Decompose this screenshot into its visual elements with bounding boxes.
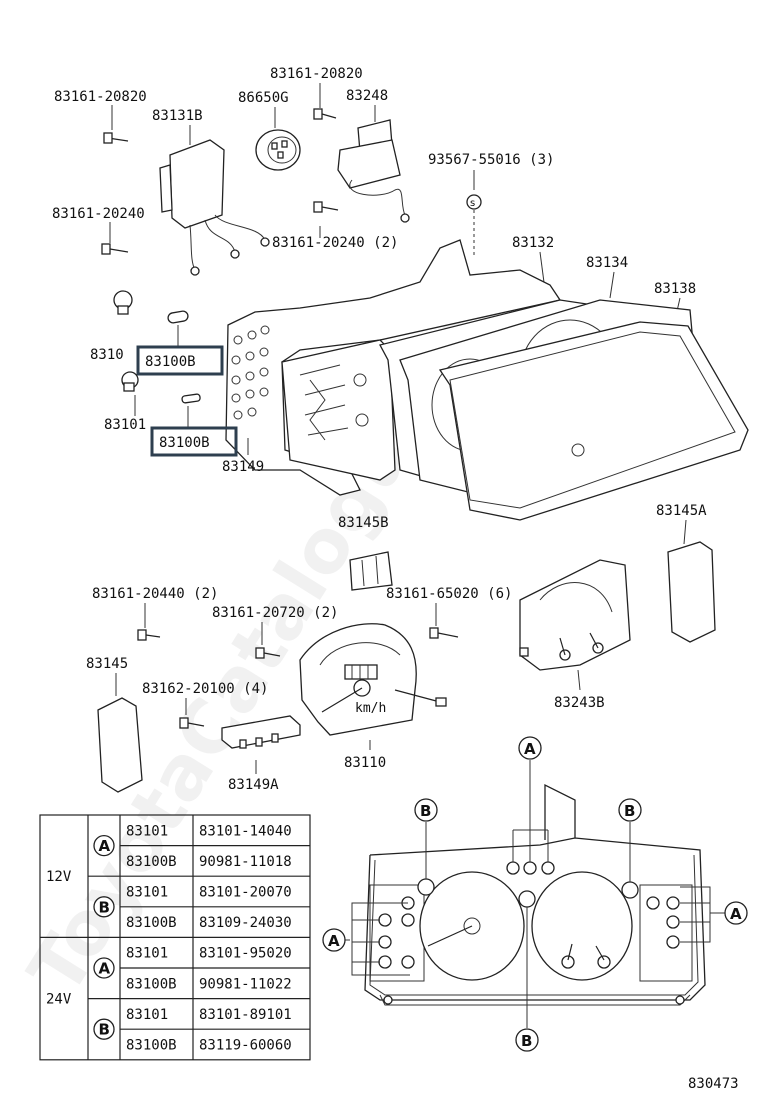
callout-a-top: A: [518, 736, 542, 760]
table-voltage: 12V: [46, 869, 72, 885]
bulb-83100b-top: [167, 310, 189, 346]
callout-b-left: B: [414, 798, 438, 822]
label-93567-55016: 93567-55016 (3): [428, 152, 554, 168]
svg-text:A: A: [730, 905, 742, 923]
label-83145b: 83145B: [338, 515, 389, 531]
table-cell-number: 83101-89101: [199, 1007, 292, 1023]
highlight-83100b-2: [150, 426, 238, 457]
svg-text:B: B: [420, 802, 431, 820]
part-83138-lens: [438, 321, 749, 521]
table-cell-number: 83101-14040: [199, 823, 292, 839]
label-83110: 83110: [344, 755, 386, 771]
table-cell-part: 83101: [126, 946, 168, 962]
table-cell-part: 83101: [126, 823, 168, 839]
part-83145a: [667, 541, 716, 643]
bulb-83100b-mid: [181, 393, 201, 428]
label-83149: 83149: [222, 459, 264, 475]
label-86650g: 86650G: [238, 90, 289, 106]
callout-a-left: A: [322, 928, 346, 952]
table-cell-part: 83101: [126, 1007, 168, 1023]
label-83132: 83132: [512, 235, 554, 251]
label-83161-65020: 83161-65020 (6): [386, 586, 512, 602]
part-83110-speedometer: km/h: [299, 623, 447, 736]
label-83248: 83248: [346, 88, 388, 104]
callout-b-bottom: B: [515, 1028, 539, 1052]
label-83145: 83145: [86, 656, 128, 672]
table-type-callout: [93, 896, 115, 918]
table-cell-number: 83119-60060: [199, 1038, 292, 1054]
cluster-front-view: [345, 760, 725, 1028]
label-83161-20240-2: 83161-20240 (2): [272, 235, 398, 251]
table-cell-part: 83101: [126, 885, 168, 901]
part-83149a-board: [221, 715, 301, 749]
table-type-letter: B: [99, 1021, 110, 1039]
svg-text:B: B: [624, 802, 635, 820]
bolt-83161-20820-left: [103, 132, 129, 144]
callout-b-right: B: [618, 798, 642, 822]
svg-text:s: s: [470, 198, 475, 209]
part-83131b-unit: [159, 139, 270, 276]
label-83149a: 83149A: [228, 777, 279, 793]
screw-93567-55016: s: [466, 194, 482, 255]
table-voltage: 24V: [46, 992, 72, 1008]
part-83243b-gauge: [519, 559, 631, 671]
part-83145b: [349, 551, 393, 591]
label-83161-20240: 83161-20240: [52, 206, 145, 222]
bolt-83161-65020: [429, 627, 459, 639]
callout-a-right: A: [724, 901, 748, 925]
table-cell-number: 90981-11018: [199, 854, 292, 870]
label-83161-20440: 83161-20440 (2): [92, 586, 218, 602]
part-83248-unit: [337, 119, 410, 223]
table-cell-number: 83109-24030: [199, 915, 292, 931]
bolt-83161-20440: [137, 629, 161, 641]
bulb-socket-mid: [121, 371, 139, 392]
label-83162-20100: 83162-20100 (4): [142, 681, 268, 697]
label-83131b: 83131B: [152, 108, 203, 124]
part-86650g: [255, 129, 301, 171]
bolt-83162-20100: [179, 717, 205, 729]
table-cell-number: 83101-95020: [199, 946, 292, 962]
bolt-83161-20820-mid: [313, 108, 337, 120]
label-83138: 83138: [654, 281, 696, 297]
table-cell-part: 83100B: [126, 915, 177, 931]
table-cell-number: 83101-20070: [199, 885, 292, 901]
table-cell-number: 90981-11022: [199, 976, 292, 992]
svg-text:A: A: [524, 740, 536, 758]
table-type-letter: A: [99, 960, 111, 978]
diagram-code: 830473: [688, 1076, 739, 1092]
label-83101: 83101: [104, 417, 146, 433]
label-83134: 83134: [586, 255, 628, 271]
bolt-83161-20240-mid: [313, 201, 339, 213]
label-83243b: 83243B: [554, 695, 605, 711]
table-cell-part: 83100B: [126, 976, 177, 992]
table-cell-part: 83100B: [126, 854, 177, 870]
table-type-callout: [93, 1018, 115, 1040]
svg-text:B: B: [521, 1032, 532, 1050]
bolt-83161-20720: [255, 647, 281, 659]
table-type-letter: A: [99, 837, 111, 855]
part-83145: [97, 697, 143, 793]
highlight-83100b-1: [136, 345, 224, 376]
table-type-callout: [93, 957, 115, 979]
table-type-letter: B: [99, 898, 110, 916]
svg-text:A: A: [328, 932, 340, 950]
label-83100b-2: 83100B: [159, 435, 210, 451]
bolt-83161-20240-left: [101, 243, 129, 255]
label-83145a: 83145A: [656, 503, 707, 519]
table-cell-part: 83100B: [126, 1038, 177, 1054]
table-type-callout: [93, 834, 115, 857]
label-83100b-1: 83100B: [145, 354, 196, 370]
kmh-text: km/h: [355, 701, 386, 716]
label-83161-20820-b: 83161-20820: [270, 66, 363, 82]
part-83149-case: [225, 239, 562, 496]
label-83161-20720: 83161-20720 (2): [212, 605, 338, 621]
label-8310-partial: 8310: [90, 347, 124, 363]
bulb-socket-top: [113, 290, 133, 315]
label-83161-20820-a: 83161-20820: [54, 89, 147, 105]
